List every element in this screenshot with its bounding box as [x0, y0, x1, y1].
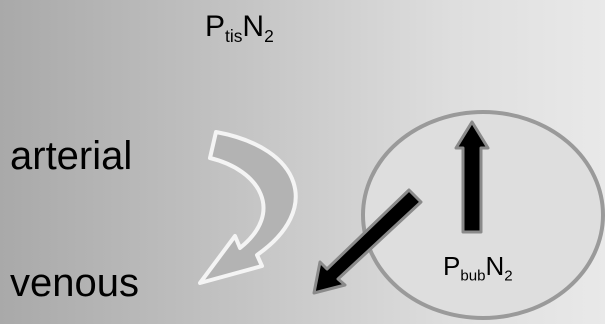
- gas-arrow-diagonal: [312, 188, 423, 295]
- bubble-gas-subscript: 2: [504, 267, 513, 285]
- tissue-gas-subscript: 2: [264, 26, 274, 47]
- tissue-p-symbol: P: [205, 10, 226, 43]
- tissue-gas-symbol: N: [242, 10, 265, 43]
- venous-label: venous: [10, 261, 139, 305]
- gas-arrow-up: [454, 120, 490, 234]
- tissue-n2-pressure-label: PtisN2: [205, 12, 274, 45]
- arterial-label: arterial: [10, 134, 133, 178]
- tissue-subscript: tis: [225, 26, 243, 47]
- bubble-p-symbol: P: [443, 251, 461, 281]
- bubble-gas-symbol: N: [485, 251, 505, 281]
- bubble-circle: [361, 110, 605, 320]
- blood-flow-arrow: [198, 130, 298, 285]
- bubble-subscript: bub: [460, 267, 486, 285]
- bubble-n2-pressure-label: PbubN2: [443, 253, 513, 283]
